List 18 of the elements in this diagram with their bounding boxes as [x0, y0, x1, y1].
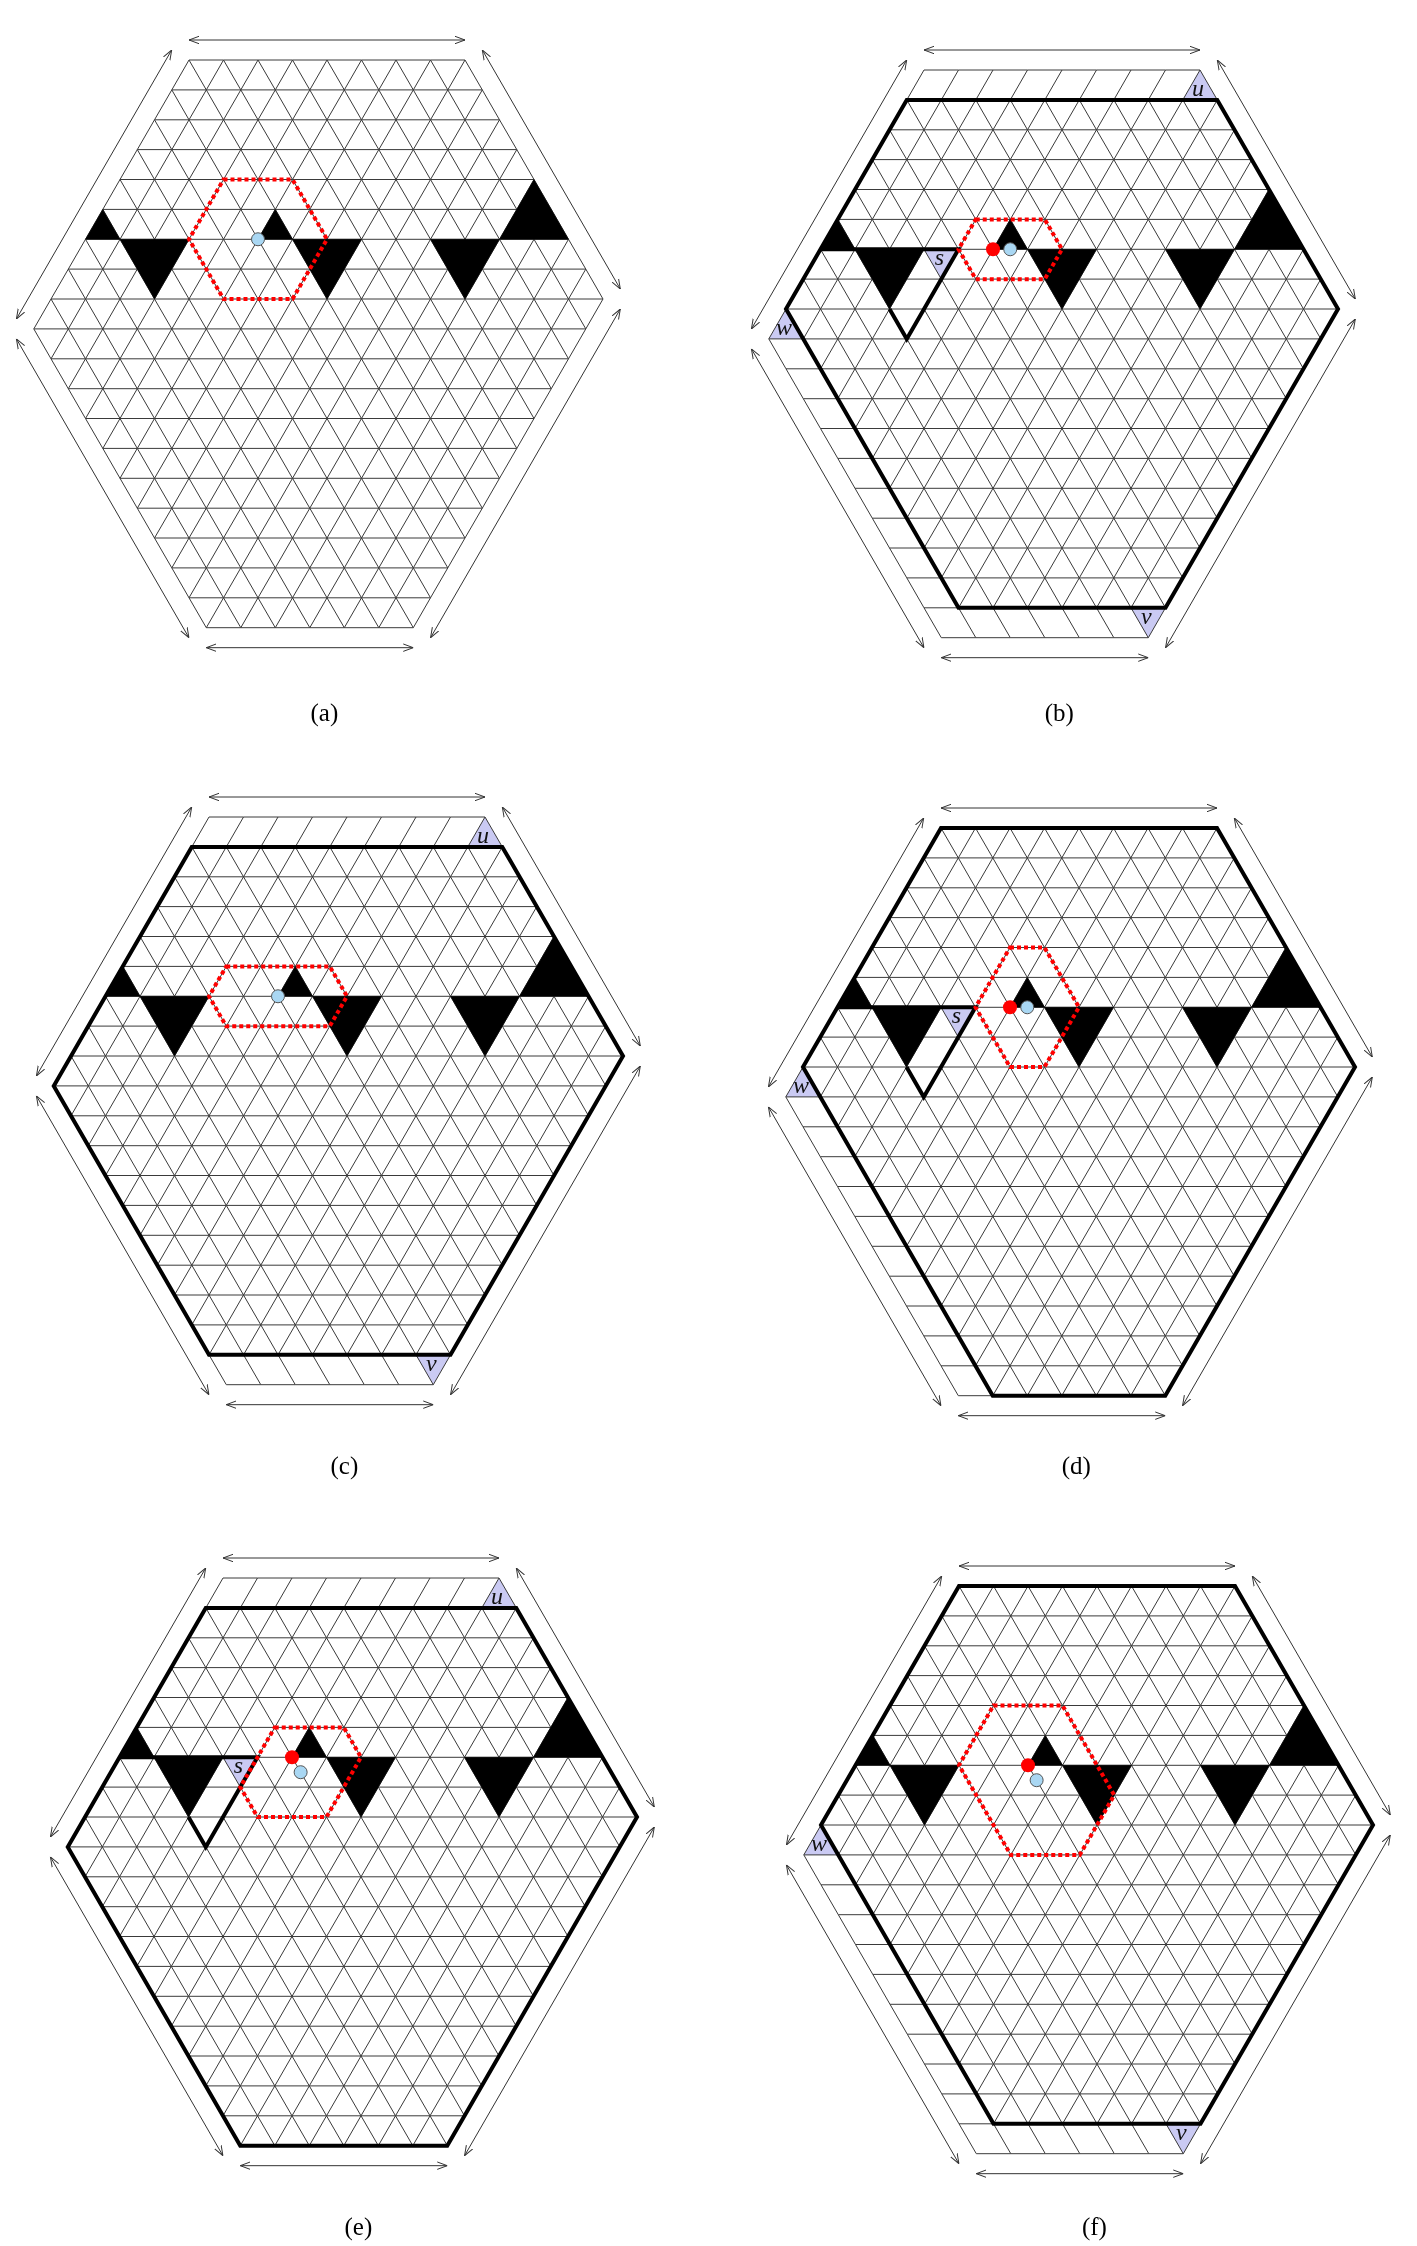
panel-caption: (e) — [344, 2213, 373, 2239]
panel-caption: (b) — [1044, 699, 1074, 725]
variable-label: w — [811, 1830, 827, 1855]
variable-label: v — [1140, 603, 1152, 628]
variable-label: s — [233, 1753, 243, 1778]
panel-caption: (a) — [310, 699, 339, 725]
variable-label: u — [477, 822, 489, 847]
panel-caption: (c) — [330, 1452, 359, 1478]
variable-label: s — [934, 245, 944, 270]
variable-label: w — [793, 1072, 809, 1097]
variable-label: v — [425, 1350, 437, 1375]
variable-label: w — [776, 314, 792, 339]
panel-caption: (f) — [1081, 2213, 1107, 2239]
variable-label: u — [1192, 75, 1204, 100]
variable-label: v — [1175, 2119, 1187, 2144]
variable-label: s — [951, 1003, 961, 1028]
panel-caption: (d) — [1061, 1452, 1091, 1478]
variable-label: u — [491, 1583, 503, 1608]
